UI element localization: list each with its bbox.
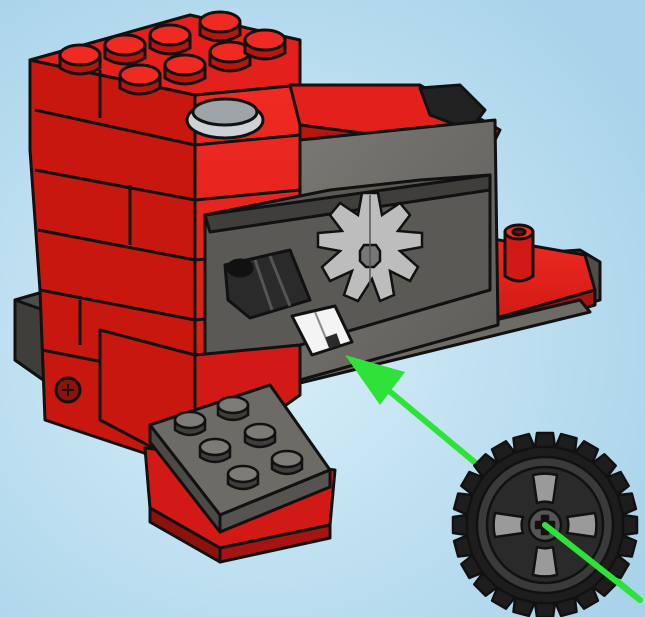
stud — [105, 35, 145, 64]
loose-gear-icon — [453, 433, 640, 617]
stud — [228, 466, 258, 489]
stud — [200, 12, 240, 41]
stud — [120, 65, 160, 94]
stud — [165, 55, 205, 84]
stud — [200, 439, 230, 462]
stud — [175, 412, 205, 435]
stud — [272, 451, 302, 474]
stud — [218, 397, 248, 420]
stud — [245, 30, 285, 59]
stud — [245, 424, 275, 447]
red-pin — [505, 225, 533, 281]
stud — [60, 45, 100, 74]
stud — [150, 25, 190, 54]
